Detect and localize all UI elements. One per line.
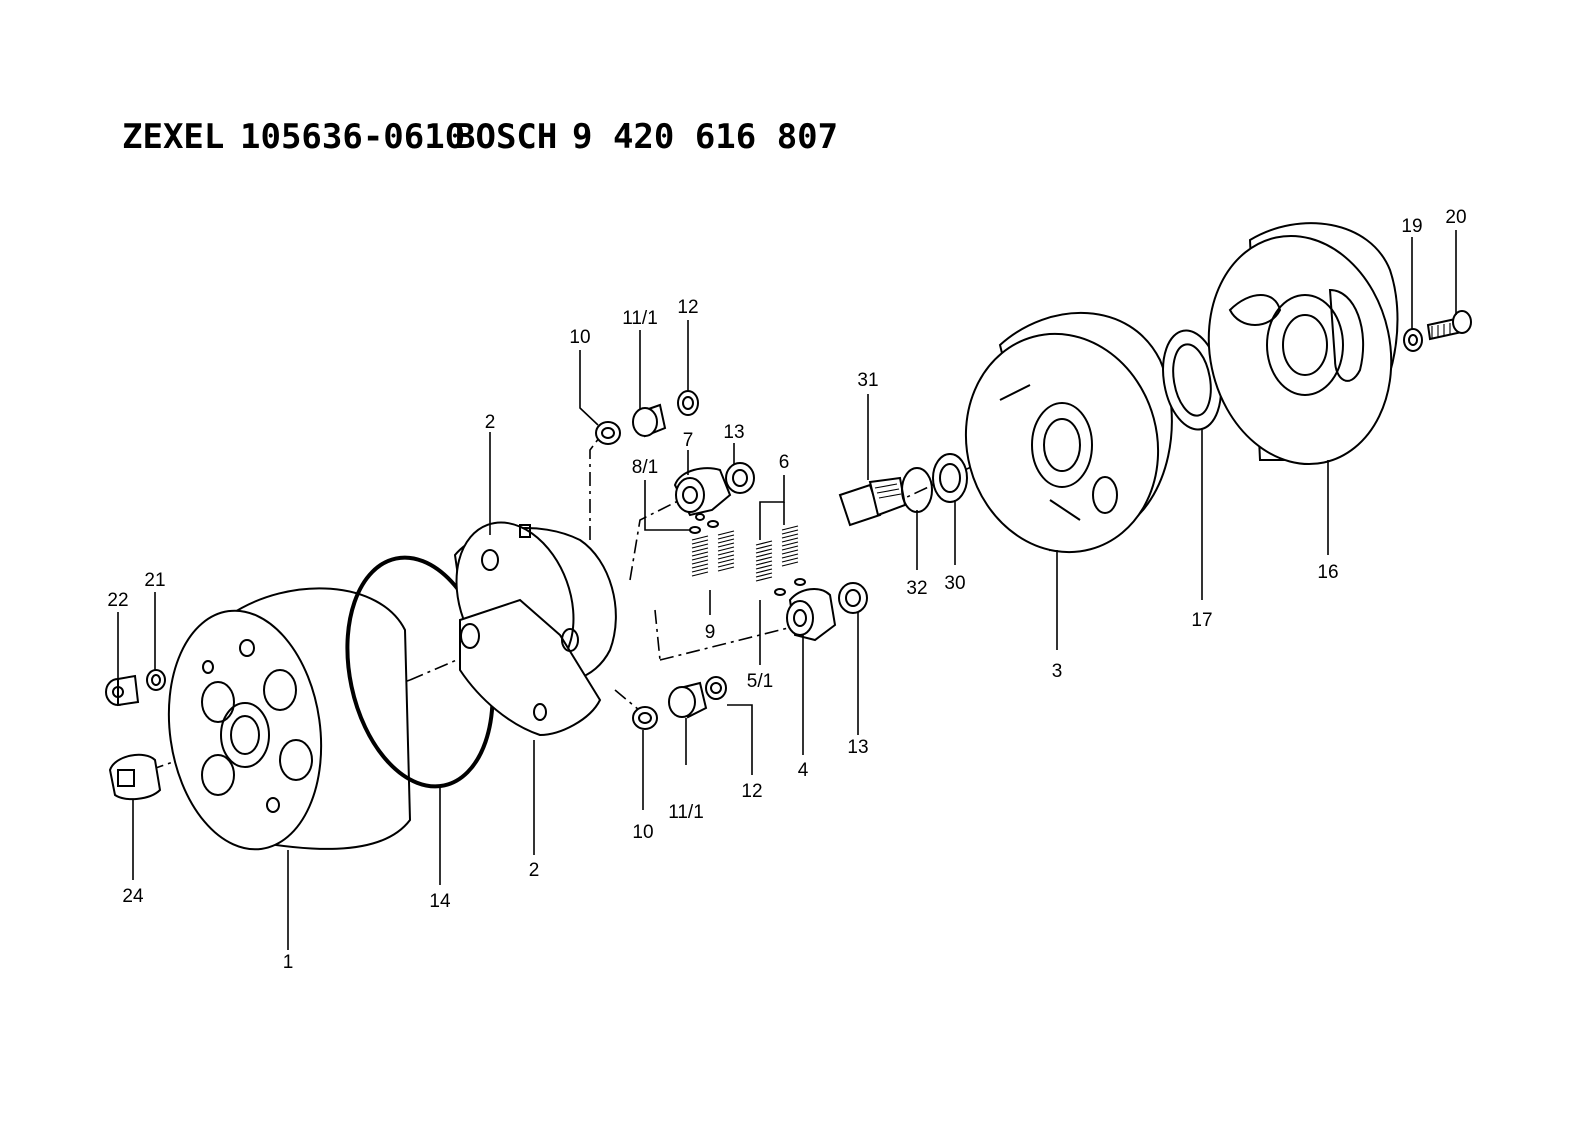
callout-24: 24	[122, 886, 144, 907]
title-brand-2: BOSCH	[455, 117, 557, 157]
callout-13-lower: 13	[847, 737, 868, 758]
callout-17: 17	[1191, 610, 1212, 631]
part-20-bolt	[1426, 310, 1472, 341]
callout-11-1-upper: 11/1	[622, 308, 658, 329]
part-13-upper-ring	[725, 462, 755, 494]
part-4-slider	[786, 588, 837, 642]
part-2-cam-ring	[453, 521, 617, 737]
springs-9	[689, 513, 735, 577]
part-19-washer	[1403, 328, 1423, 352]
title-part-number-1: 105636-0610	[240, 117, 465, 157]
callout-4: 4	[798, 760, 809, 781]
part-7-slider	[673, 467, 732, 517]
callout-7: 7	[683, 430, 694, 451]
callout-11-1-lower: 11/1	[668, 802, 704, 823]
part-22-screw	[105, 674, 140, 707]
callout-20: 20	[1445, 207, 1466, 228]
leader-lines	[117, 230, 1457, 950]
callout-16: 16	[1317, 562, 1338, 583]
callout-13-upper: 13	[723, 422, 744, 443]
part-24-plug	[108, 753, 162, 801]
callout-32: 32	[906, 578, 927, 599]
callout-31: 31	[857, 370, 878, 391]
callout-10-upper: 10	[569, 327, 590, 348]
callout-8-1: 8/1	[632, 457, 658, 478]
callout-6: 6	[779, 452, 790, 473]
callout-5-1: 5/1	[747, 671, 773, 692]
callout-12-lower: 12	[741, 781, 762, 802]
part-21-washer	[146, 669, 166, 691]
callout-9: 9	[705, 622, 716, 643]
title-part-number-2: 9 420 616 807	[572, 117, 838, 157]
title-brand-1: ZEXEL	[122, 117, 224, 157]
callout-labels: 1 2 2 3 4 5/1 6 7 8/1 9 10 10 11/1 11/1 …	[107, 207, 1466, 973]
callout-2-lower: 2	[529, 860, 540, 881]
part-31-valve	[838, 476, 907, 527]
callout-10-lower: 10	[632, 822, 653, 843]
part-30-washer	[932, 453, 968, 503]
diagram-title: ZEXEL 105636-0610 BOSCH 9 420 616 807	[122, 117, 838, 157]
callout-2-upper: 2	[485, 412, 496, 433]
callout-22: 22	[107, 590, 128, 611]
callout-14: 14	[429, 891, 451, 912]
part-32-ring	[901, 467, 933, 513]
upper-bushing-set	[595, 390, 699, 445]
part-13-lower-ring	[838, 582, 868, 614]
lower-bushing-set	[632, 676, 727, 730]
callout-30: 30	[944, 573, 965, 594]
part-16-end-plate	[1207, 222, 1399, 466]
callout-19: 19	[1401, 216, 1422, 237]
part-3-cover	[964, 311, 1173, 554]
springs-6	[755, 525, 806, 596]
callout-3: 3	[1052, 661, 1063, 682]
part-1-housing	[167, 587, 412, 851]
callout-1: 1	[283, 952, 294, 973]
callout-21: 21	[144, 570, 165, 591]
callout-12-upper: 12	[677, 297, 698, 318]
